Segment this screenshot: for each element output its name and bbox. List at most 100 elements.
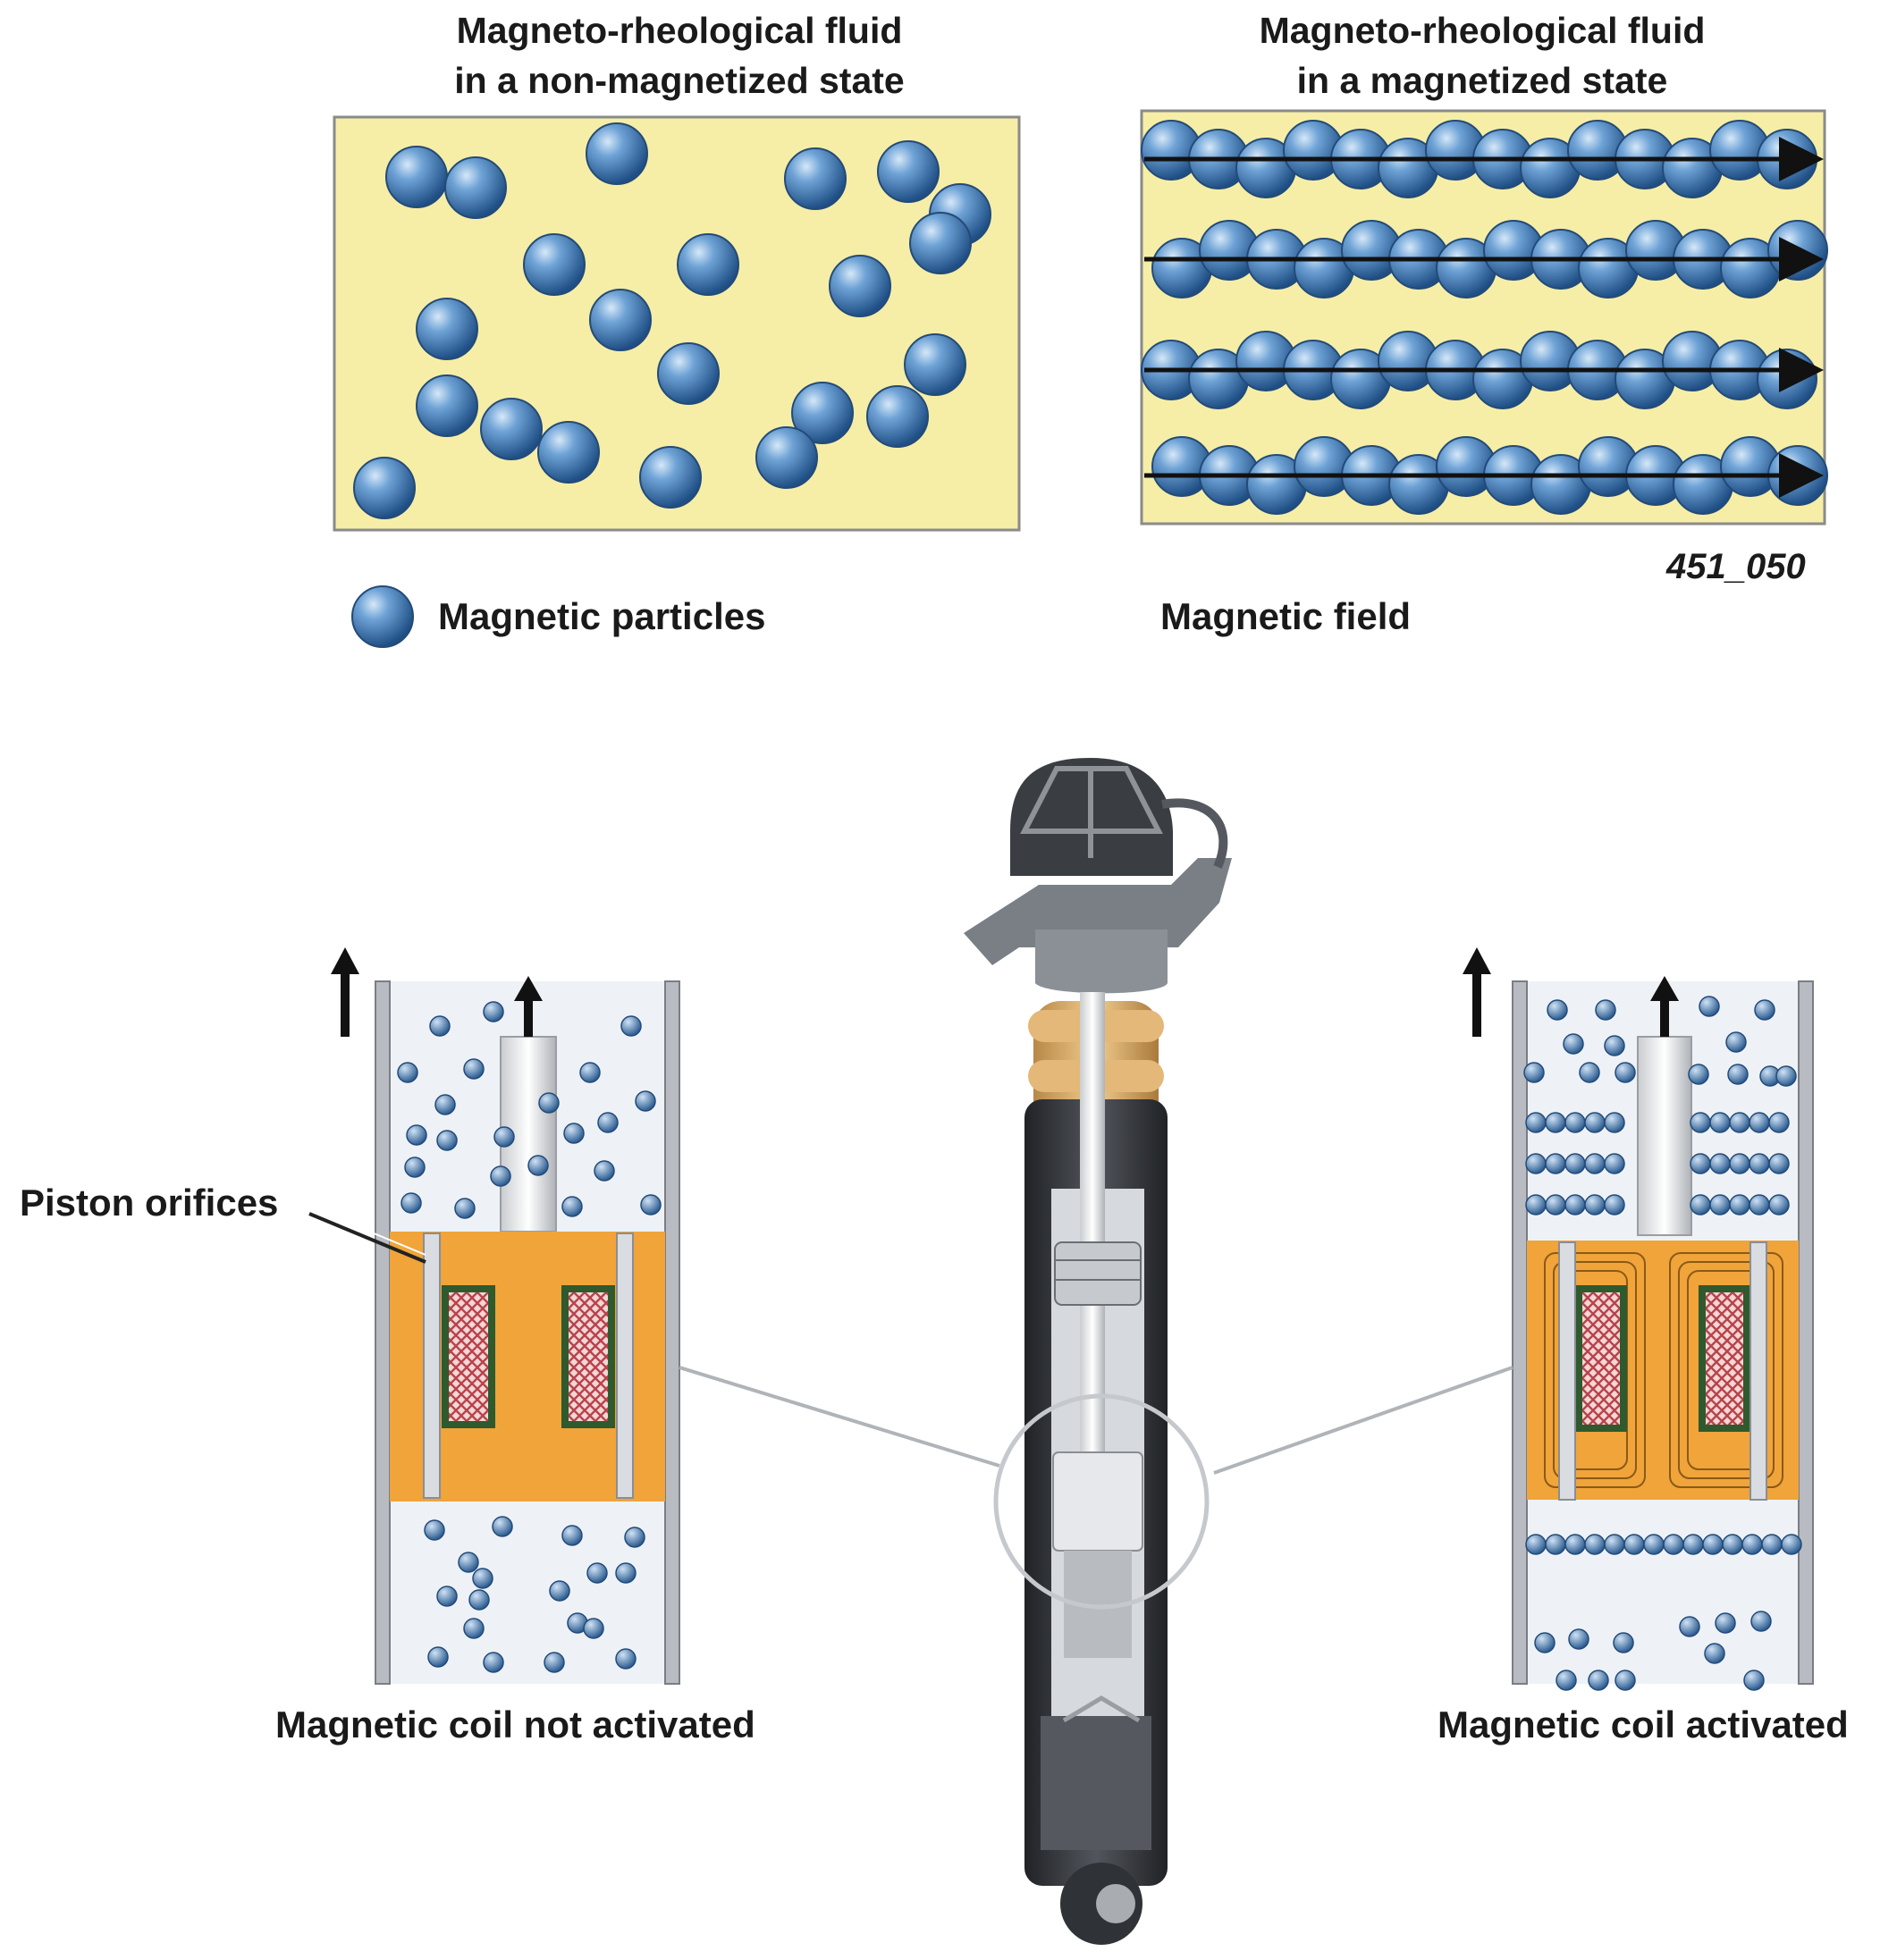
magnetic-particle [537, 421, 600, 484]
fluid-box-non-magnetized [333, 115, 1021, 532]
chained-fluid-particle [1643, 1534, 1665, 1555]
magnetic-particle [829, 255, 891, 317]
fluid-box-magnetized [1140, 109, 1828, 526]
magnetic-field-arrows [1144, 137, 1824, 498]
chained-fluid-particle [1525, 1153, 1547, 1174]
fluid-particle [624, 1527, 645, 1548]
fluid-particle [468, 1589, 490, 1611]
coil-activated-label: Magnetic coil activated [1438, 1703, 1849, 1745]
fluid-particle [538, 1092, 560, 1114]
chained-fluid-particle [1584, 1534, 1606, 1555]
fluid-particle [586, 1562, 608, 1584]
chained-fluid-particle [1761, 1534, 1783, 1555]
fluid-particle [583, 1618, 604, 1639]
fluid-particle [594, 1160, 615, 1182]
fluid-particle [463, 1058, 485, 1080]
fluid-particle [1754, 999, 1775, 1021]
piston-orifices-leader [308, 1212, 426, 1264]
fluid-particle [1715, 1612, 1736, 1634]
fluid-particle [1588, 1670, 1609, 1691]
field-loop [1544, 1252, 1646, 1488]
magnetic-particle [904, 333, 966, 396]
magnetic-particle [523, 233, 586, 296]
chained-fluid-particle [1525, 1194, 1547, 1216]
chained-fluid-particle [1768, 1153, 1790, 1174]
chained-fluid-particle [1709, 1153, 1731, 1174]
fluid-particle [1595, 999, 1616, 1021]
cutaway-coil-activated [1463, 947, 1814, 1691]
fluid-particle [1725, 1031, 1747, 1053]
piston-orifices-label: Piston orifices [20, 1182, 279, 1224]
chained-fluid-particle [1604, 1112, 1625, 1133]
fluid-particle [615, 1562, 637, 1584]
fluid-particle [472, 1568, 493, 1589]
magnetic-particle [909, 212, 972, 274]
fluid-particle [1743, 1670, 1765, 1691]
coil-not-activated-label: Magnetic coil not activated [275, 1703, 755, 1745]
magnetic-particle [877, 140, 940, 203]
chained-fluid-particle [1545, 1153, 1566, 1174]
fluid-particle [424, 1519, 445, 1541]
non-magnetized-title: Magneto-rheological fluid in a non-magne… [411, 5, 948, 105]
fluid-particle [483, 1652, 504, 1673]
magnetic-particle [784, 147, 847, 210]
fluid-particle [1775, 1065, 1797, 1087]
fluid-particle [1615, 1062, 1636, 1083]
fluid-particle [458, 1552, 479, 1573]
chained-fluid-particle [1564, 1534, 1586, 1555]
fluid-particle [640, 1194, 662, 1216]
chained-fluid-particle [1525, 1112, 1547, 1133]
cutaway-coil-not-activated [331, 947, 680, 1685]
fluid-particle [1556, 1670, 1577, 1691]
non-magnetized-title-line2: in a non-magnetized state [454, 60, 905, 101]
fluid-particle [434, 1094, 456, 1115]
fluid-particle [427, 1646, 449, 1668]
chained-fluid-particle [1749, 1112, 1770, 1133]
fluid-particle [615, 1648, 637, 1670]
magnetic-particle [416, 298, 478, 360]
chained-fluid-particle [1604, 1534, 1625, 1555]
non-magnetized-title-line1: Magneto-rheological fluid [456, 10, 903, 51]
chained-fluid-particle [1709, 1194, 1731, 1216]
fluid-particle [620, 1015, 642, 1037]
chained-fluid-particle [1729, 1112, 1750, 1133]
fluid-particle [436, 1130, 458, 1151]
fluid-particle [1523, 1062, 1545, 1083]
chained-fluid-particle [1545, 1534, 1566, 1555]
field-loop [1553, 1261, 1637, 1479]
magnetic-particle [791, 382, 854, 444]
magnetic-particle [586, 122, 648, 185]
magnetized-title-line1: Magneto-rheological fluid [1259, 10, 1706, 51]
chained-fluid-particle [1584, 1153, 1606, 1174]
fluid-particle [1563, 1033, 1584, 1055]
cutaway-left-particles [397, 1001, 662, 1673]
fluid-particle [1615, 1670, 1636, 1691]
field-loop [1678, 1261, 1775, 1479]
fluid-particle [527, 1155, 549, 1176]
chained-fluid-particle [1604, 1153, 1625, 1174]
fluid-particle [1568, 1628, 1589, 1650]
chained-fluid-particle [1663, 1534, 1684, 1555]
fluid-particle [561, 1196, 583, 1217]
chained-fluid-particle [1709, 1112, 1731, 1133]
fluid-particle [493, 1126, 515, 1148]
chained-fluid-particle [1768, 1194, 1790, 1216]
fluid-particle [1547, 999, 1568, 1021]
fluid-particle [436, 1586, 458, 1607]
chained-fluid-particle [1564, 1153, 1586, 1174]
fluid-particle [490, 1165, 511, 1187]
magnetic-particle [353, 457, 416, 519]
chained-fluid-particle [1525, 1534, 1547, 1555]
chained-fluid-particle [1584, 1112, 1606, 1133]
magnetic-particle [589, 289, 652, 351]
legend-particle-icon [351, 585, 414, 648]
fluid-particle [635, 1090, 656, 1112]
field-loop [1669, 1252, 1783, 1488]
chained-fluid-particle [1584, 1194, 1606, 1216]
fluid-particle [1750, 1611, 1772, 1632]
chained-fluid-particle [1741, 1534, 1763, 1555]
chained-fluid-particle [1623, 1534, 1645, 1555]
fluid-particle [1727, 1064, 1749, 1085]
chained-fluid-particle [1768, 1112, 1790, 1133]
